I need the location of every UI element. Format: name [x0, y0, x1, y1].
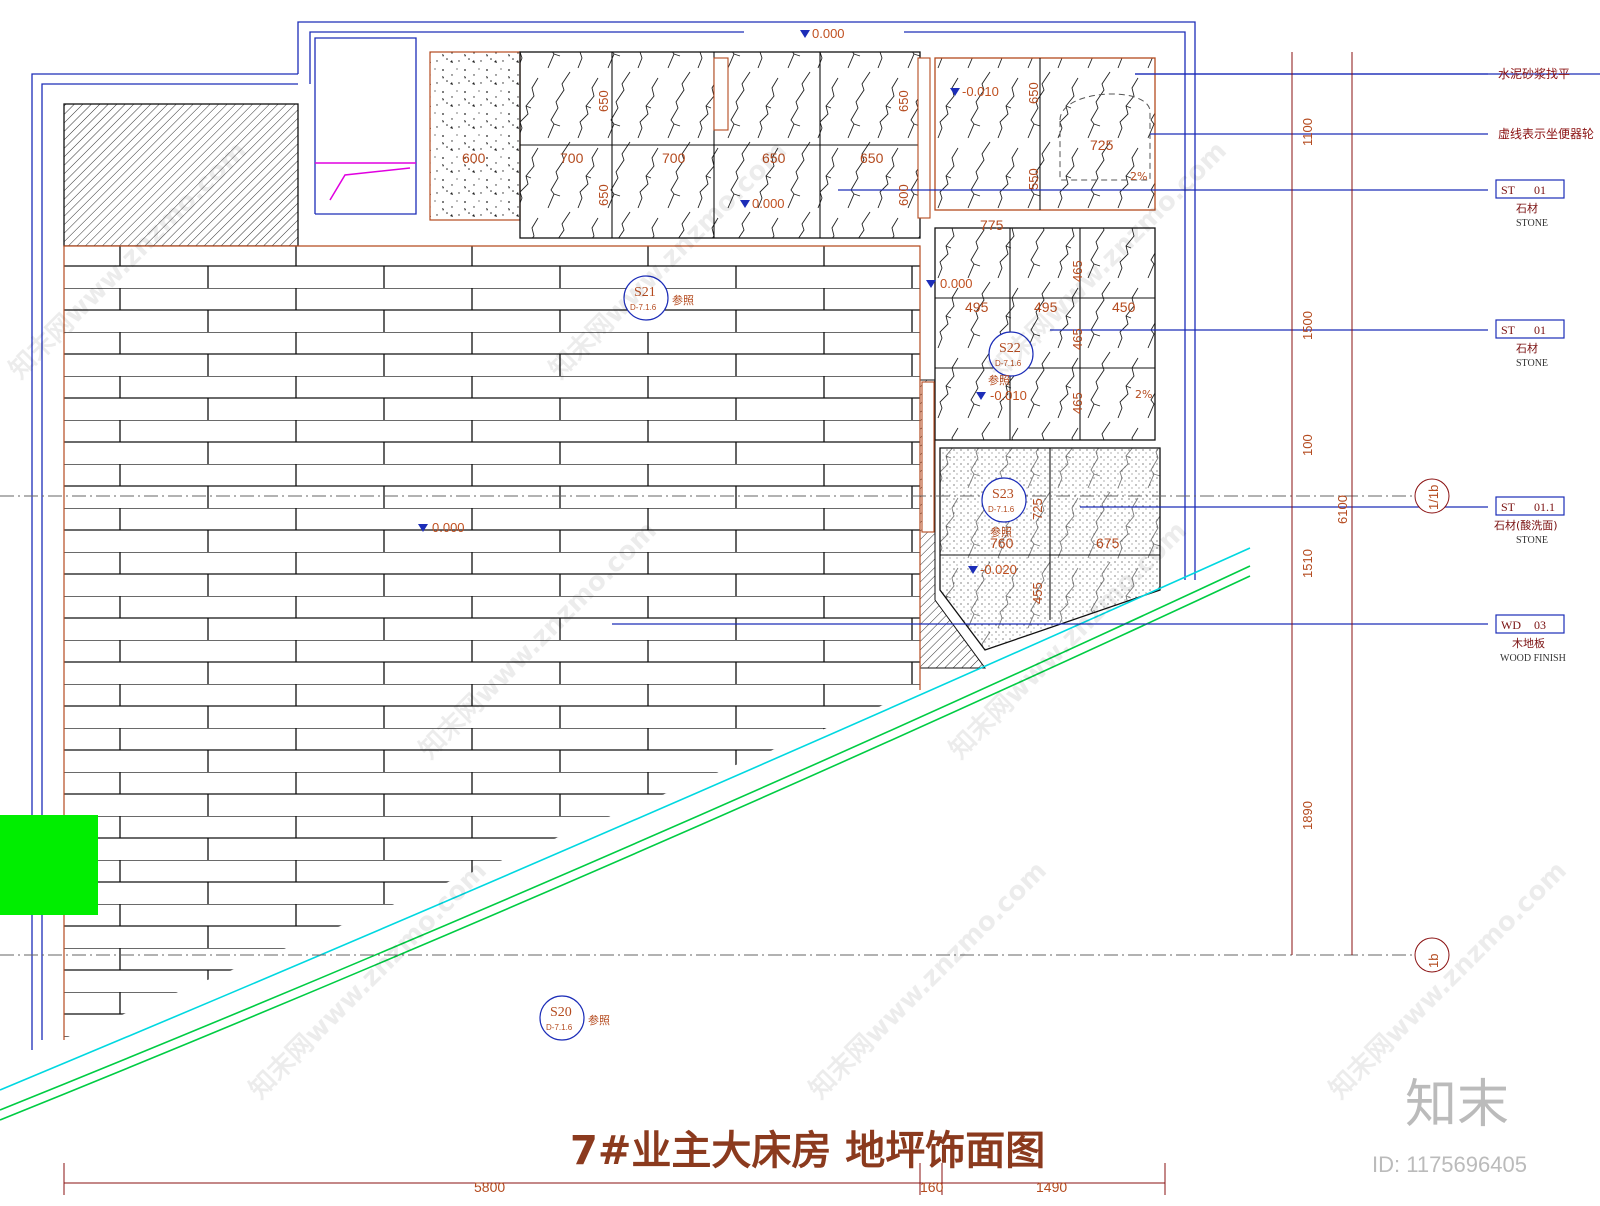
right-dim-1500: 1500: [1300, 311, 1315, 340]
tag-1-code: ST: [1501, 183, 1516, 197]
section-s22-id: S22: [999, 341, 1021, 356]
level-7: -0.020: [980, 562, 1017, 577]
grid-axis-1-1b: [1414, 478, 1450, 514]
lower-dim-760: 760: [990, 535, 1014, 551]
tag-4-code: WD: [1501, 618, 1521, 632]
callout-1: 水泥砂浆找平: [1498, 66, 1570, 81]
wc-dim-725: 725: [1090, 137, 1114, 153]
right-dim-1100: 1100: [1300, 118, 1315, 146]
svg-text:知末网www.znzmo.com: 知末网www.znzmo.com: [1324, 856, 1573, 1105]
tile-vdim-1: 650: [596, 90, 611, 112]
grid-axis-1b: [1414, 937, 1450, 973]
shower-dim-465a: 465: [1070, 260, 1085, 282]
lower-dim-675: 675: [1096, 535, 1120, 551]
tile-dim-700b: 700: [662, 150, 686, 166]
shower-dim-495b: 495: [1034, 299, 1058, 315]
section-s21-id: S21: [634, 285, 656, 300]
right-dim-1890: 1890: [1300, 801, 1315, 830]
bottom-dim-1490: 1490: [1036, 1179, 1067, 1195]
grid-lines: [0, 495, 1420, 956]
shower-dim-2pct: 2%: [1135, 388, 1152, 401]
floor-edge: [63, 245, 921, 1040]
tag-2-num: 01: [1534, 323, 1546, 337]
section-bubbles: [539, 275, 1034, 1041]
concrete-strip: [429, 51, 521, 221]
tile-dim-650b: 650: [860, 150, 884, 166]
level-1: 0.000: [812, 26, 845, 41]
section-s20-sheet: D-7.1.6: [546, 1023, 573, 1032]
brand-logo: 知末: [1405, 1075, 1509, 1135]
section-s20-id: S20: [550, 1005, 572, 1020]
wc-stone-tiles: [934, 57, 1156, 211]
tag-4-num: 03: [1534, 618, 1546, 632]
tile-vdim-5: 600: [896, 184, 911, 206]
tag-2-en: STONE: [1516, 358, 1548, 369]
green-marker: [0, 815, 98, 915]
shower-dim-465b: 465: [1070, 328, 1085, 350]
tile-vdim-3: 650: [896, 90, 911, 112]
tile-dim-600: 600: [462, 150, 486, 166]
level-markers: [418, 30, 986, 574]
lower-dim-455: 455: [1030, 582, 1045, 604]
bottom-dim-160: 160: [920, 1179, 944, 1195]
tile-vdim-2: 650: [596, 184, 611, 206]
wc-dim-550a: 550: [1026, 168, 1041, 190]
bottom-dim-5800: 5800: [474, 1179, 505, 1195]
shower-dim-495a: 495: [965, 299, 989, 315]
section-s21-sheet: D-7.1.6: [630, 303, 657, 312]
dimension-lines: [63, 52, 1353, 1195]
tag-3-en: STONE: [1516, 535, 1548, 546]
section-s23-note: 参照: [990, 525, 1012, 539]
level-5: -0.010: [990, 388, 1027, 403]
tag-4-en: WOOD FINISH: [1500, 653, 1566, 664]
tag-1-cn: 石材: [1516, 201, 1538, 215]
shower-dim-450: 450: [1112, 299, 1136, 315]
section-s22-sheet: D-7.1.6: [995, 359, 1022, 368]
tag-3-code: ST: [1501, 500, 1516, 514]
tag-3-cn: 石材(酸洗面): [1494, 518, 1558, 532]
tag-4-cn: 木地板: [1512, 636, 1545, 650]
tile-dim-650a: 650: [762, 150, 786, 166]
section-s23-id: S23: [992, 487, 1014, 502]
toilet-outline-dashed: [1059, 93, 1151, 181]
curved-facade: [0, 547, 1251, 1121]
brand-id: ID: 1175696405: [1372, 1152, 1527, 1177]
tag-3-num: 01.1: [1534, 500, 1555, 514]
section-s21-note: 参照: [672, 293, 694, 307]
shower-dim-465c: 465: [1070, 392, 1085, 414]
section-s23-sheet: D-7.1.6: [988, 505, 1015, 514]
shower-stone-tiles: [934, 227, 1156, 441]
level-6: 0.000: [432, 520, 465, 535]
wc-dim-775: 775: [980, 217, 1004, 233]
grid-axis-label-1b: 1b: [1426, 954, 1441, 968]
section-s22-note: 参照: [988, 373, 1010, 387]
level-3: 0.000: [752, 196, 785, 211]
window-fixture: [315, 162, 416, 201]
tag-2-code: ST: [1501, 323, 1516, 337]
section-s20-note: 参照: [588, 1013, 610, 1027]
tile-joints: [520, 52, 1160, 620]
material-tag-boxes: [1495, 179, 1565, 634]
callout-2: 虚线表示坐便器轮: [1498, 127, 1594, 141]
level-4: 0.000: [940, 276, 973, 291]
grid-axis-label-1-1b: 1/1b: [1426, 485, 1441, 510]
tile-vdim-4: 650: [1026, 82, 1041, 104]
right-dim-100: 100: [1300, 434, 1315, 456]
svg-text:知末网www.znzmo.com: 知末网www.znzmo.com: [804, 856, 1053, 1105]
right-dim-1510: 1510: [1300, 549, 1315, 578]
drawing-title: 7#业主大床房 地坪饰面图: [570, 1128, 1045, 1174]
wc-dim-2pct: 2%: [1130, 170, 1147, 183]
right-dim-6100: 6100: [1335, 495, 1350, 524]
tag-2-cn: 石材: [1516, 341, 1538, 355]
wood-floor: [64, 246, 920, 1040]
tag-1-num: 01: [1534, 183, 1546, 197]
tag-1-en: STONE: [1516, 218, 1548, 229]
level-2: -0.010: [962, 84, 999, 99]
lower-dim-725: 725: [1030, 498, 1045, 520]
tile-dim-700a: 700: [560, 150, 584, 166]
